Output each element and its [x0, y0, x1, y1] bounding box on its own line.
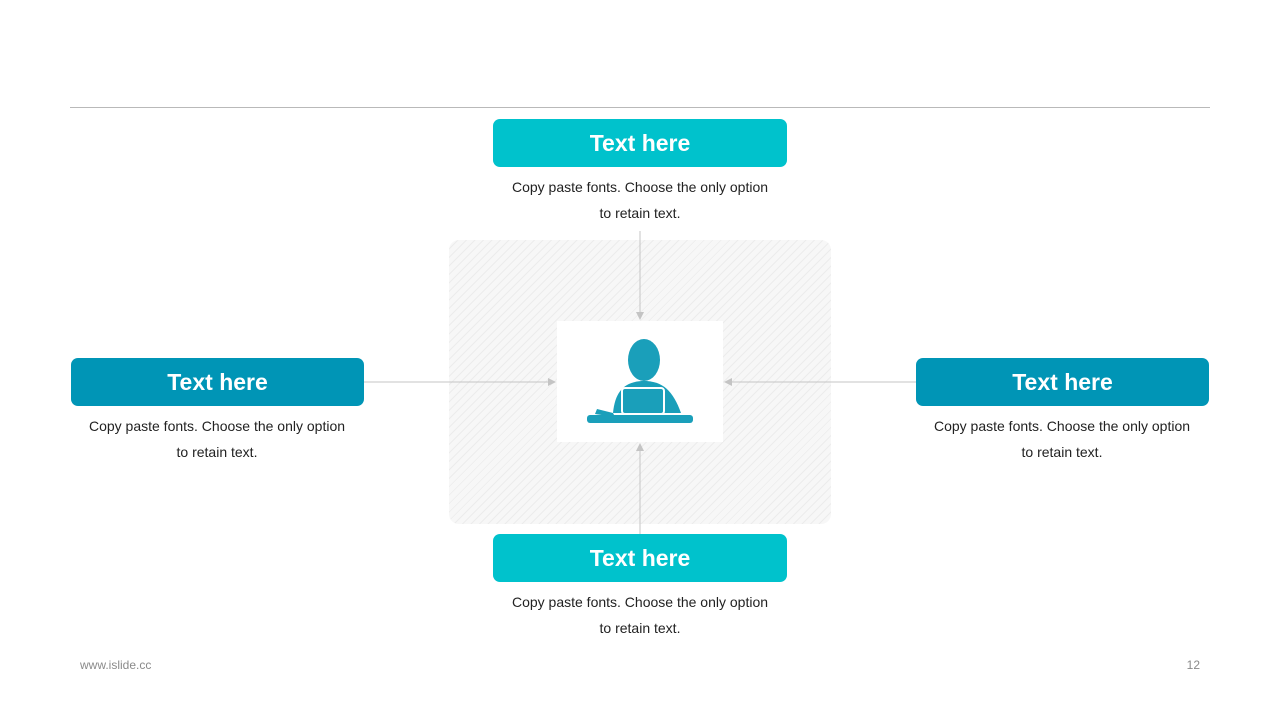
description-top-line1: Copy paste fonts. Choose the only option — [511, 179, 769, 195]
description-right-line1: Copy paste fonts. Choose the only option — [933, 418, 1191, 434]
description-left-line2: to retain text. — [176, 444, 258, 460]
description-right: Copy paste fonts. Choose the only option… — [912, 413, 1212, 465]
person-at-laptop-icon — [587, 339, 693, 423]
description-top: Copy paste fonts. Choose the only option… — [490, 174, 790, 226]
description-left: Copy paste fonts. Choose the only option… — [67, 413, 367, 465]
description-bottom: Copy paste fonts. Choose the only option… — [490, 589, 790, 641]
title-divider — [70, 107, 1210, 108]
footer-url[interactable]: www.islide.cc — [80, 658, 152, 672]
description-bottom-line2: to retain text. — [599, 620, 681, 636]
description-bottom-line1: Copy paste fonts. Choose the only option — [511, 594, 769, 610]
description-left-line1: Copy paste fonts. Choose the only option — [88, 418, 346, 434]
title-box-top: Text here — [493, 119, 787, 167]
title-right-text: Text here — [1012, 368, 1113, 395]
title-left-text: Text here — [167, 368, 268, 395]
title-bottom-text: Text here — [589, 544, 691, 571]
title-box-right: Text here — [916, 358, 1209, 406]
page-number: 12 — [1186, 658, 1200, 672]
title-box-bottom: Text here — [493, 534, 787, 582]
description-right-line2: to retain text. — [1021, 444, 1103, 460]
center-icon-card — [557, 321, 723, 442]
title-box-left: Text here — [71, 358, 364, 406]
title-top-text: Text here — [589, 129, 691, 156]
description-top-line2: to retain text. — [599, 205, 681, 221]
